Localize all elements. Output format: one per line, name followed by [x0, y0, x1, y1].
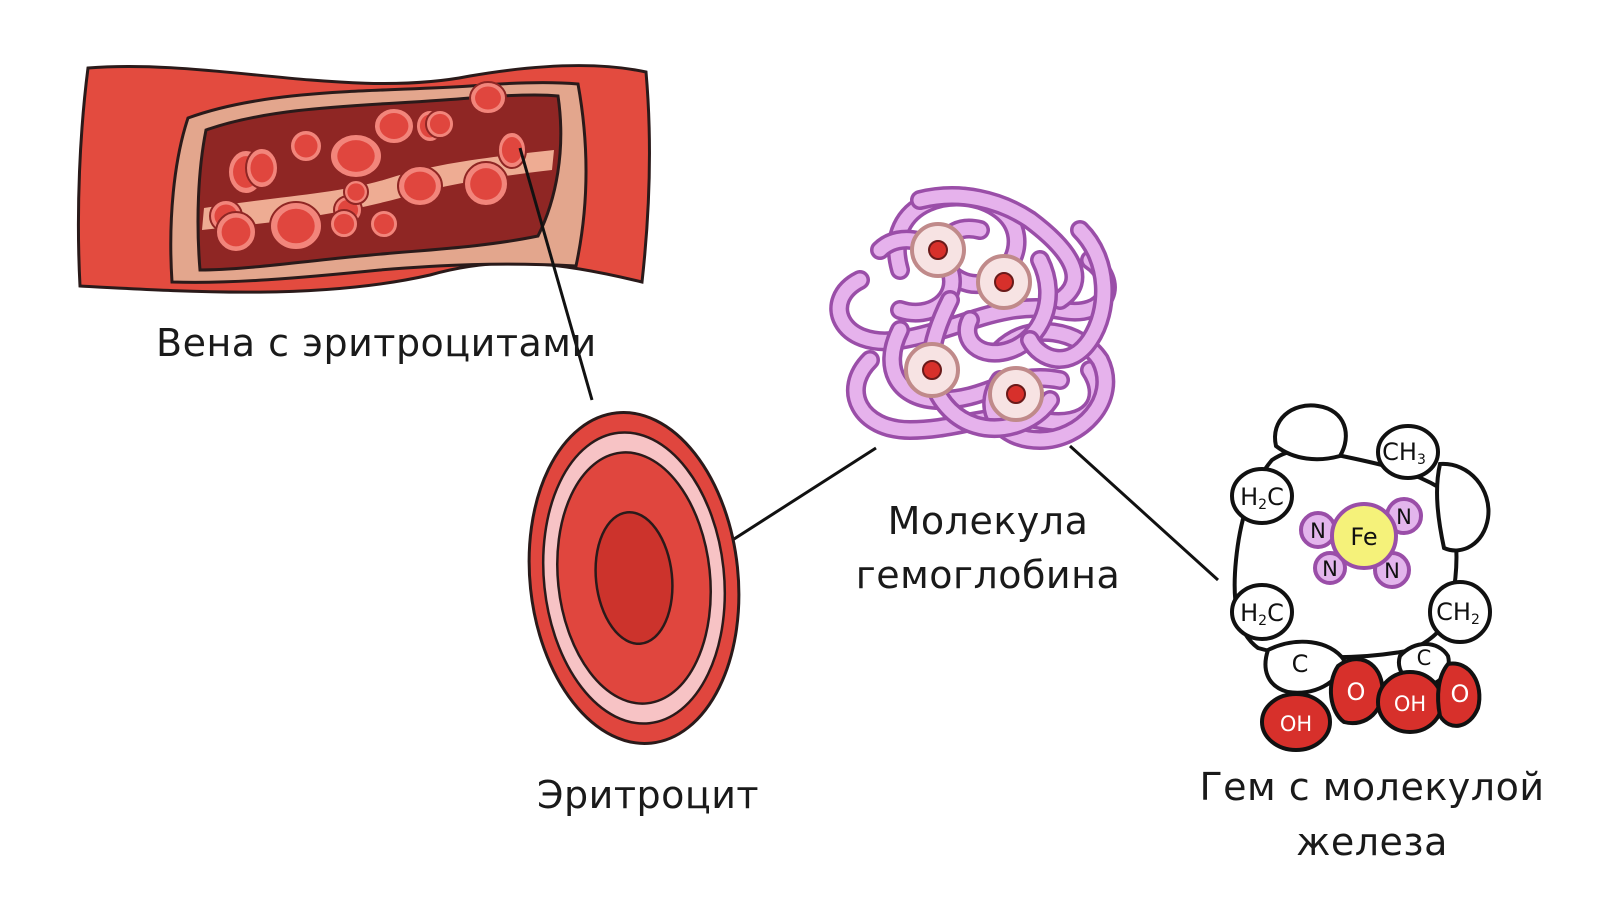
vein-red-cell [245, 147, 279, 189]
iron-atom [1330, 502, 1398, 570]
heme-lobe-top [1273, 403, 1348, 462]
vein-red-cell [425, 109, 455, 139]
heme-pocket [904, 342, 960, 398]
nitrogen-symbol-left: N [1310, 519, 1326, 543]
h2c-label-bottom: H2C [1240, 599, 1284, 629]
vein-red-cell [469, 81, 507, 115]
vein-red-cell [329, 133, 383, 179]
carbon-label-left: C [1292, 650, 1309, 678]
hydroxyl-label-right: OH [1394, 692, 1426, 716]
vein-red-cell [289, 129, 323, 163]
heme-illustration [1230, 403, 1492, 752]
hemoglobin-heme-groups [904, 222, 1044, 422]
heme-label-line1: Гем с молекулой [1199, 765, 1544, 809]
hemoglobin-chain-loop [1020, 220, 1114, 369]
vein-red-cell [329, 209, 359, 239]
ch3-label: CH3 [1382, 438, 1426, 468]
caption-labels: Вена с эритроцитами Эритроцит Молекула г… [156, 321, 1544, 864]
heme-pocket [988, 366, 1044, 422]
oxygen-label-left: O [1347, 678, 1366, 706]
nitrogen-symbol-top-right: N [1396, 505, 1412, 529]
vein-cell-group [209, 81, 527, 253]
erythrocyte-label: Эритроцит [537, 773, 759, 817]
vein-red-cell [215, 211, 257, 253]
connector-lines [518, 147, 1220, 582]
vein-red-cell [343, 179, 369, 205]
vein-red-cell [373, 107, 415, 145]
carbon-label-right: C [1417, 646, 1432, 670]
heme-label-line2: железа [1296, 820, 1448, 864]
h2c-label-top: H2C [1240, 483, 1284, 513]
nitrogen-atom-bottom-left [1313, 551, 1347, 585]
hemoglobin-illustration [829, 186, 1117, 450]
vein-red-cell [463, 161, 509, 207]
vein-label: Вена с эритроцитами [156, 321, 597, 365]
ch2-label: CH2 [1436, 598, 1480, 628]
vein-red-cell [497, 131, 527, 169]
hemoglobin-chain [829, 186, 1117, 450]
vein-red-cell [397, 165, 443, 207]
hemoglobin-label-line2: гемоглобина [856, 553, 1121, 597]
erythrocyte-center [594, 510, 674, 646]
heme-lobe-right [1435, 461, 1491, 553]
heme-pocket [910, 222, 966, 278]
hemoglobin-chain-loop [910, 186, 1085, 310]
iron-symbol: Fe [1350, 523, 1377, 551]
h2c-group-bottom [1230, 583, 1294, 641]
vein-illustration [76, 64, 651, 294]
erythrocyte-illustration [527, 411, 741, 745]
carboxyl-oxygen-left [1328, 657, 1385, 726]
ch2-group [1428, 580, 1492, 644]
heme-pocket [976, 254, 1032, 310]
vein-red-cell [369, 209, 399, 239]
nitrogen-symbol-bottom-right: N [1384, 559, 1400, 583]
carboxyl-hydroxyl-left [1260, 692, 1332, 752]
carboxyl-oxygen-right [1436, 661, 1482, 728]
vein-red-cell [269, 201, 323, 251]
hemoglobin-label-line1: Молекула [888, 499, 1089, 543]
ch3-group [1376, 424, 1440, 480]
hemoglobin-chain-loop [957, 250, 1058, 363]
oxygen-label-right: O [1451, 680, 1470, 708]
hemoglobin-chain-loop [921, 290, 1060, 439]
hydroxyl-label-left: OH [1280, 712, 1312, 736]
nitrogen-symbol-bottom-left: N [1322, 557, 1338, 581]
connector-vein-to-erythrocyte [518, 147, 594, 401]
connector-hemoglobin-to-heme [1068, 444, 1220, 582]
connector-erythrocyte-to-hemoglobin [719, 446, 877, 550]
h2c-group-top [1230, 467, 1294, 525]
heme-labels: Fe N N N N CH3 H2C H2C CH2 C O OH C OH O [1240, 438, 1480, 736]
